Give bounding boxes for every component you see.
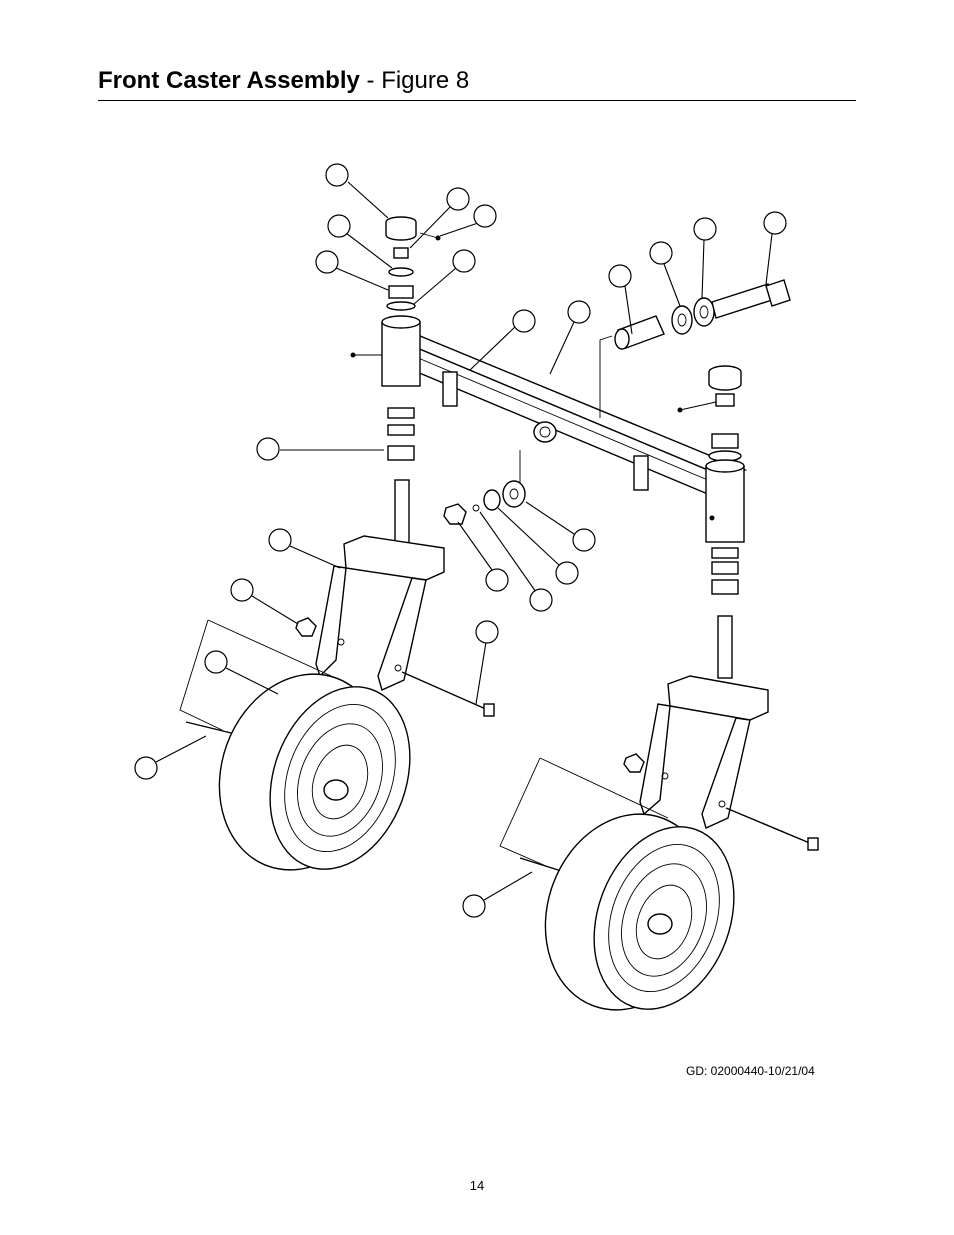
callout-bubble (556, 562, 578, 584)
callout-bubble (257, 438, 279, 460)
callout-bubble (231, 579, 253, 601)
left-spindle-stack (351, 217, 440, 544)
callout-bubble (650, 242, 672, 264)
callout-bubble (328, 215, 350, 237)
callout-bubble (463, 895, 485, 917)
callout-bubble (568, 301, 590, 323)
callout-bubble (573, 529, 595, 551)
callout-bubble (316, 251, 338, 273)
callout-bubble (694, 218, 716, 240)
callout-bubble (269, 529, 291, 551)
callout-bubble (135, 757, 157, 779)
callout-bubble (474, 205, 496, 227)
front-axle-beam (398, 336, 745, 500)
callout-bubble (326, 164, 348, 186)
page-number: 14 (0, 1178, 954, 1193)
callout-bubble (447, 188, 469, 210)
right-spindle-stack (678, 366, 744, 678)
callout-bubble (476, 621, 498, 643)
callout-bubble (453, 250, 475, 272)
callout-bubble (486, 569, 508, 591)
document-id: GD: 02000440-10/21/04 (686, 1064, 815, 1078)
callout-bubble (530, 589, 552, 611)
callout-bubble (764, 212, 786, 234)
callout-bubble (609, 265, 631, 287)
callout-bubble (513, 310, 535, 332)
callout-bubble (205, 651, 227, 673)
